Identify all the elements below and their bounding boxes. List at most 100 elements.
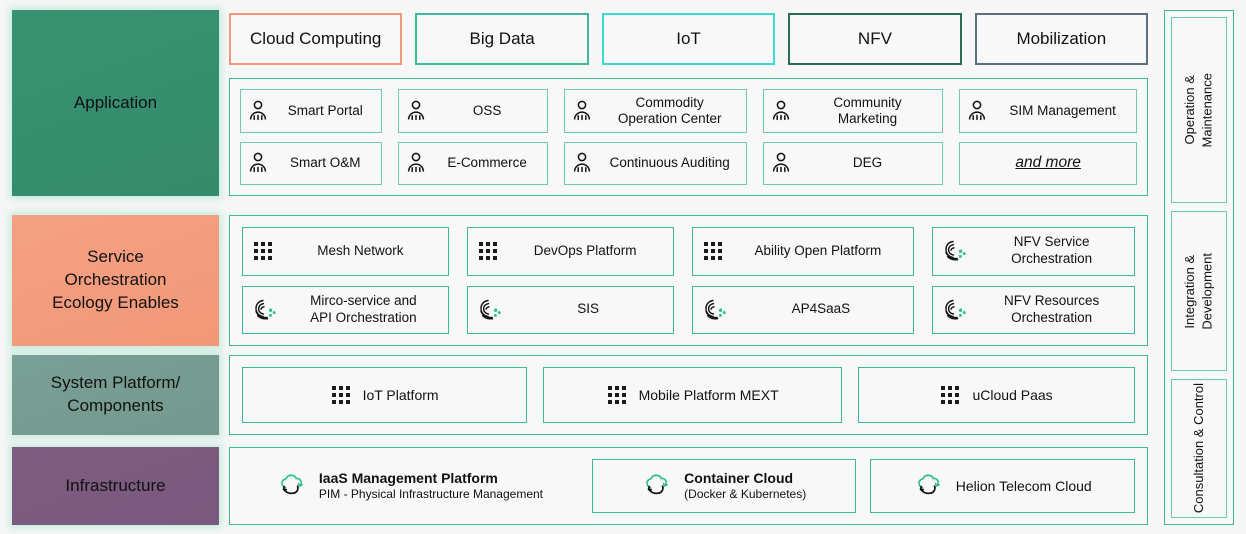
person-icon — [247, 151, 269, 175]
orchestration-icon — [943, 298, 969, 322]
tab-iot-label: IoT — [676, 29, 701, 48]
infrastructure-item-grid: IaaS Management Platform PIM - Physical … — [242, 459, 1135, 513]
infra-item-text: IaaS Management Platform PIM - Physical … — [319, 470, 543, 503]
rail-item-operation-maintenance[interactable]: Operation & Maintenance — [1171, 17, 1227, 203]
infra-item-subtitle: PIM - Physical Infrastructure Management — [318, 487, 544, 502]
rail-item-label: Consultation & Control — [1191, 383, 1207, 514]
app-item-label: Continuous Auditing — [609, 155, 730, 171]
infra-item-title: Helion Telecom Cloud — [955, 478, 1092, 494]
infra-item-helion-telecom-cloud[interactable]: Helion Telecom Cloud — [870, 459, 1135, 513]
system-item-label: Mobile Platform MEXT — [638, 387, 779, 403]
layer-label-infrastructure[interactable]: Infrastructure — [12, 447, 219, 525]
app-item-label: Smart O&M — [290, 155, 361, 171]
orchestration-icon — [253, 298, 279, 322]
layer-label-service[interactable]: Service Orchestration Ecology Enables — [12, 215, 219, 346]
grid-dots-icon — [253, 241, 273, 261]
app-item-sim-management[interactable]: SIM Management — [959, 89, 1137, 133]
system-platform-panel: IoT Platform Mobile Platform MEXT — [229, 355, 1148, 435]
service-item-mesh-network[interactable]: Mesh Network — [242, 227, 449, 276]
service-item-ability-open-platform[interactable]: Ability Open Platform — [691, 227, 915, 276]
grid-dots-icon — [331, 385, 351, 405]
person-icon — [966, 99, 988, 123]
system-item-grid: IoT Platform Mobile Platform MEXT — [242, 367, 1135, 423]
grid-dots-icon — [478, 241, 498, 261]
layer-label-system[interactable]: System Platform/ Components — [12, 355, 219, 435]
tab-nfv[interactable]: NFV — [788, 13, 962, 65]
app-item-community-marketing[interactable]: Community Marketing — [762, 89, 944, 133]
app-item-e-commerce[interactable]: E-Commerce — [397, 141, 548, 185]
application-panel: Smart Portal OSS — [229, 78, 1148, 196]
app-item-and-more[interactable]: and more — [959, 141, 1137, 185]
infra-item-container-cloud[interactable]: Container Cloud (Docker & Kubernetes) — [591, 459, 857, 513]
tab-big-data[interactable]: Big Data — [415, 13, 589, 65]
service-item-label: Mirco-service and API Orchestration — [310, 292, 417, 325]
service-item-devops-platform[interactable]: DevOps Platform — [466, 227, 674, 276]
rail-item-label: Operation & Maintenance — [1182, 72, 1215, 148]
domain-tab-bar: Cloud Computing Big Data IoT NFV Mobiliz… — [229, 13, 1149, 65]
grid-dots-icon — [940, 385, 960, 405]
app-item-smart-om[interactable]: Smart O&M — [240, 141, 382, 185]
application-item-grid: Smart Portal OSS — [240, 89, 1137, 185]
tab-cloud-computing-label: Cloud Computing — [250, 29, 382, 48]
orchestration-icon — [478, 298, 504, 322]
service-item-label: SIS — [577, 301, 600, 317]
service-item-label: NFV Resources Orchestration — [1003, 292, 1100, 325]
infra-item-title: Container Cloud — [684, 469, 794, 486]
tab-iot[interactable]: IoT — [601, 13, 776, 65]
grid-dots-icon — [607, 385, 627, 405]
app-item-label: E-Commerce — [447, 155, 527, 171]
person-icon — [571, 151, 593, 175]
app-item-label: Community Marketing — [833, 94, 902, 126]
service-item-sis[interactable]: SIS — [466, 285, 674, 334]
service-item-ap4saas[interactable]: AP4SaaS — [691, 285, 915, 334]
service-item-nfv-resources-orchestration[interactable]: NFV Resources Orchestration — [932, 285, 1135, 334]
system-item-label: IoT Platform — [362, 387, 439, 403]
grid-dots-icon — [703, 241, 723, 261]
person-icon — [405, 99, 427, 123]
layer-label-application[interactable]: Application — [12, 10, 219, 196]
system-item-iot-platform[interactable]: IoT Platform — [242, 367, 528, 423]
app-item-smart-portal[interactable]: Smart Portal — [240, 89, 382, 133]
cloud-icon — [642, 473, 672, 499]
app-item-oss[interactable]: OSS — [397, 89, 548, 133]
service-item-label: DevOps Platform — [533, 242, 637, 258]
app-item-deg[interactable]: DEG — [762, 141, 944, 185]
cloud-icon — [277, 473, 307, 499]
rail-item-integration-development[interactable]: Integration & Development — [1171, 211, 1227, 371]
app-item-continuous-auditing[interactable]: Continuous Auditing — [563, 141, 747, 185]
orchestration-icon — [943, 239, 969, 263]
rail-item-consultation-control[interactable]: Consultation & Control — [1171, 379, 1227, 518]
service-item-label: Mesh Network — [317, 242, 404, 258]
tab-mobilization[interactable]: Mobilization — [974, 13, 1149, 65]
service-item-label: AP4SaaS — [791, 301, 851, 317]
system-item-mobile-platform-mext[interactable]: Mobile Platform MEXT — [543, 367, 843, 423]
system-item-ucloud-paas[interactable]: uCloud Paas — [858, 367, 1135, 423]
app-item-label: and more — [1015, 153, 1081, 171]
person-icon — [247, 99, 269, 123]
tab-nfv-label: NFV — [857, 29, 892, 48]
tab-cloud-computing[interactable]: Cloud Computing — [229, 13, 403, 65]
infra-item-text: Helion Telecom Cloud — [956, 478, 1092, 494]
service-item-micro-service-api-orchestration[interactable]: Mirco-service and API Orchestration — [242, 285, 449, 334]
infra-item-text: Container Cloud (Docker & Kubernetes) — [684, 470, 806, 503]
person-icon — [405, 151, 427, 175]
app-item-label: Commodity Operation Center — [617, 94, 722, 126]
service-item-label: Ability Open Platform — [754, 242, 882, 258]
app-item-commodity-operation-center[interactable]: Commodity Operation Center — [563, 89, 747, 133]
app-item-label: OSS — [472, 102, 502, 118]
app-item-label: DEG — [852, 155, 883, 171]
app-item-label: Smart Portal — [287, 102, 363, 118]
app-item-label: SIM Management — [1009, 102, 1116, 118]
infra-item-iaas-management-platform[interactable]: IaaS Management Platform PIM - Physical … — [242, 459, 578, 513]
person-icon — [770, 151, 792, 175]
service-item-nfv-service-orchestration[interactable]: NFV Service Orchestration — [932, 227, 1135, 276]
orchestration-icon — [703, 298, 729, 322]
service-item-label: NFV Service Orchestration — [1011, 234, 1093, 267]
tab-mobilization-label: Mobilization — [1016, 29, 1107, 48]
infra-item-subtitle: (Docker & Kubernetes) — [684, 487, 807, 502]
layer-label-service-text: Service Orchestration Ecology Enables — [52, 247, 179, 312]
service-item-grid: Mesh Network DevOps Platform — [242, 227, 1135, 334]
layer-label-infrastructure-text: Infrastructure — [65, 475, 166, 495]
layer-label-application-text: Application — [73, 92, 158, 112]
